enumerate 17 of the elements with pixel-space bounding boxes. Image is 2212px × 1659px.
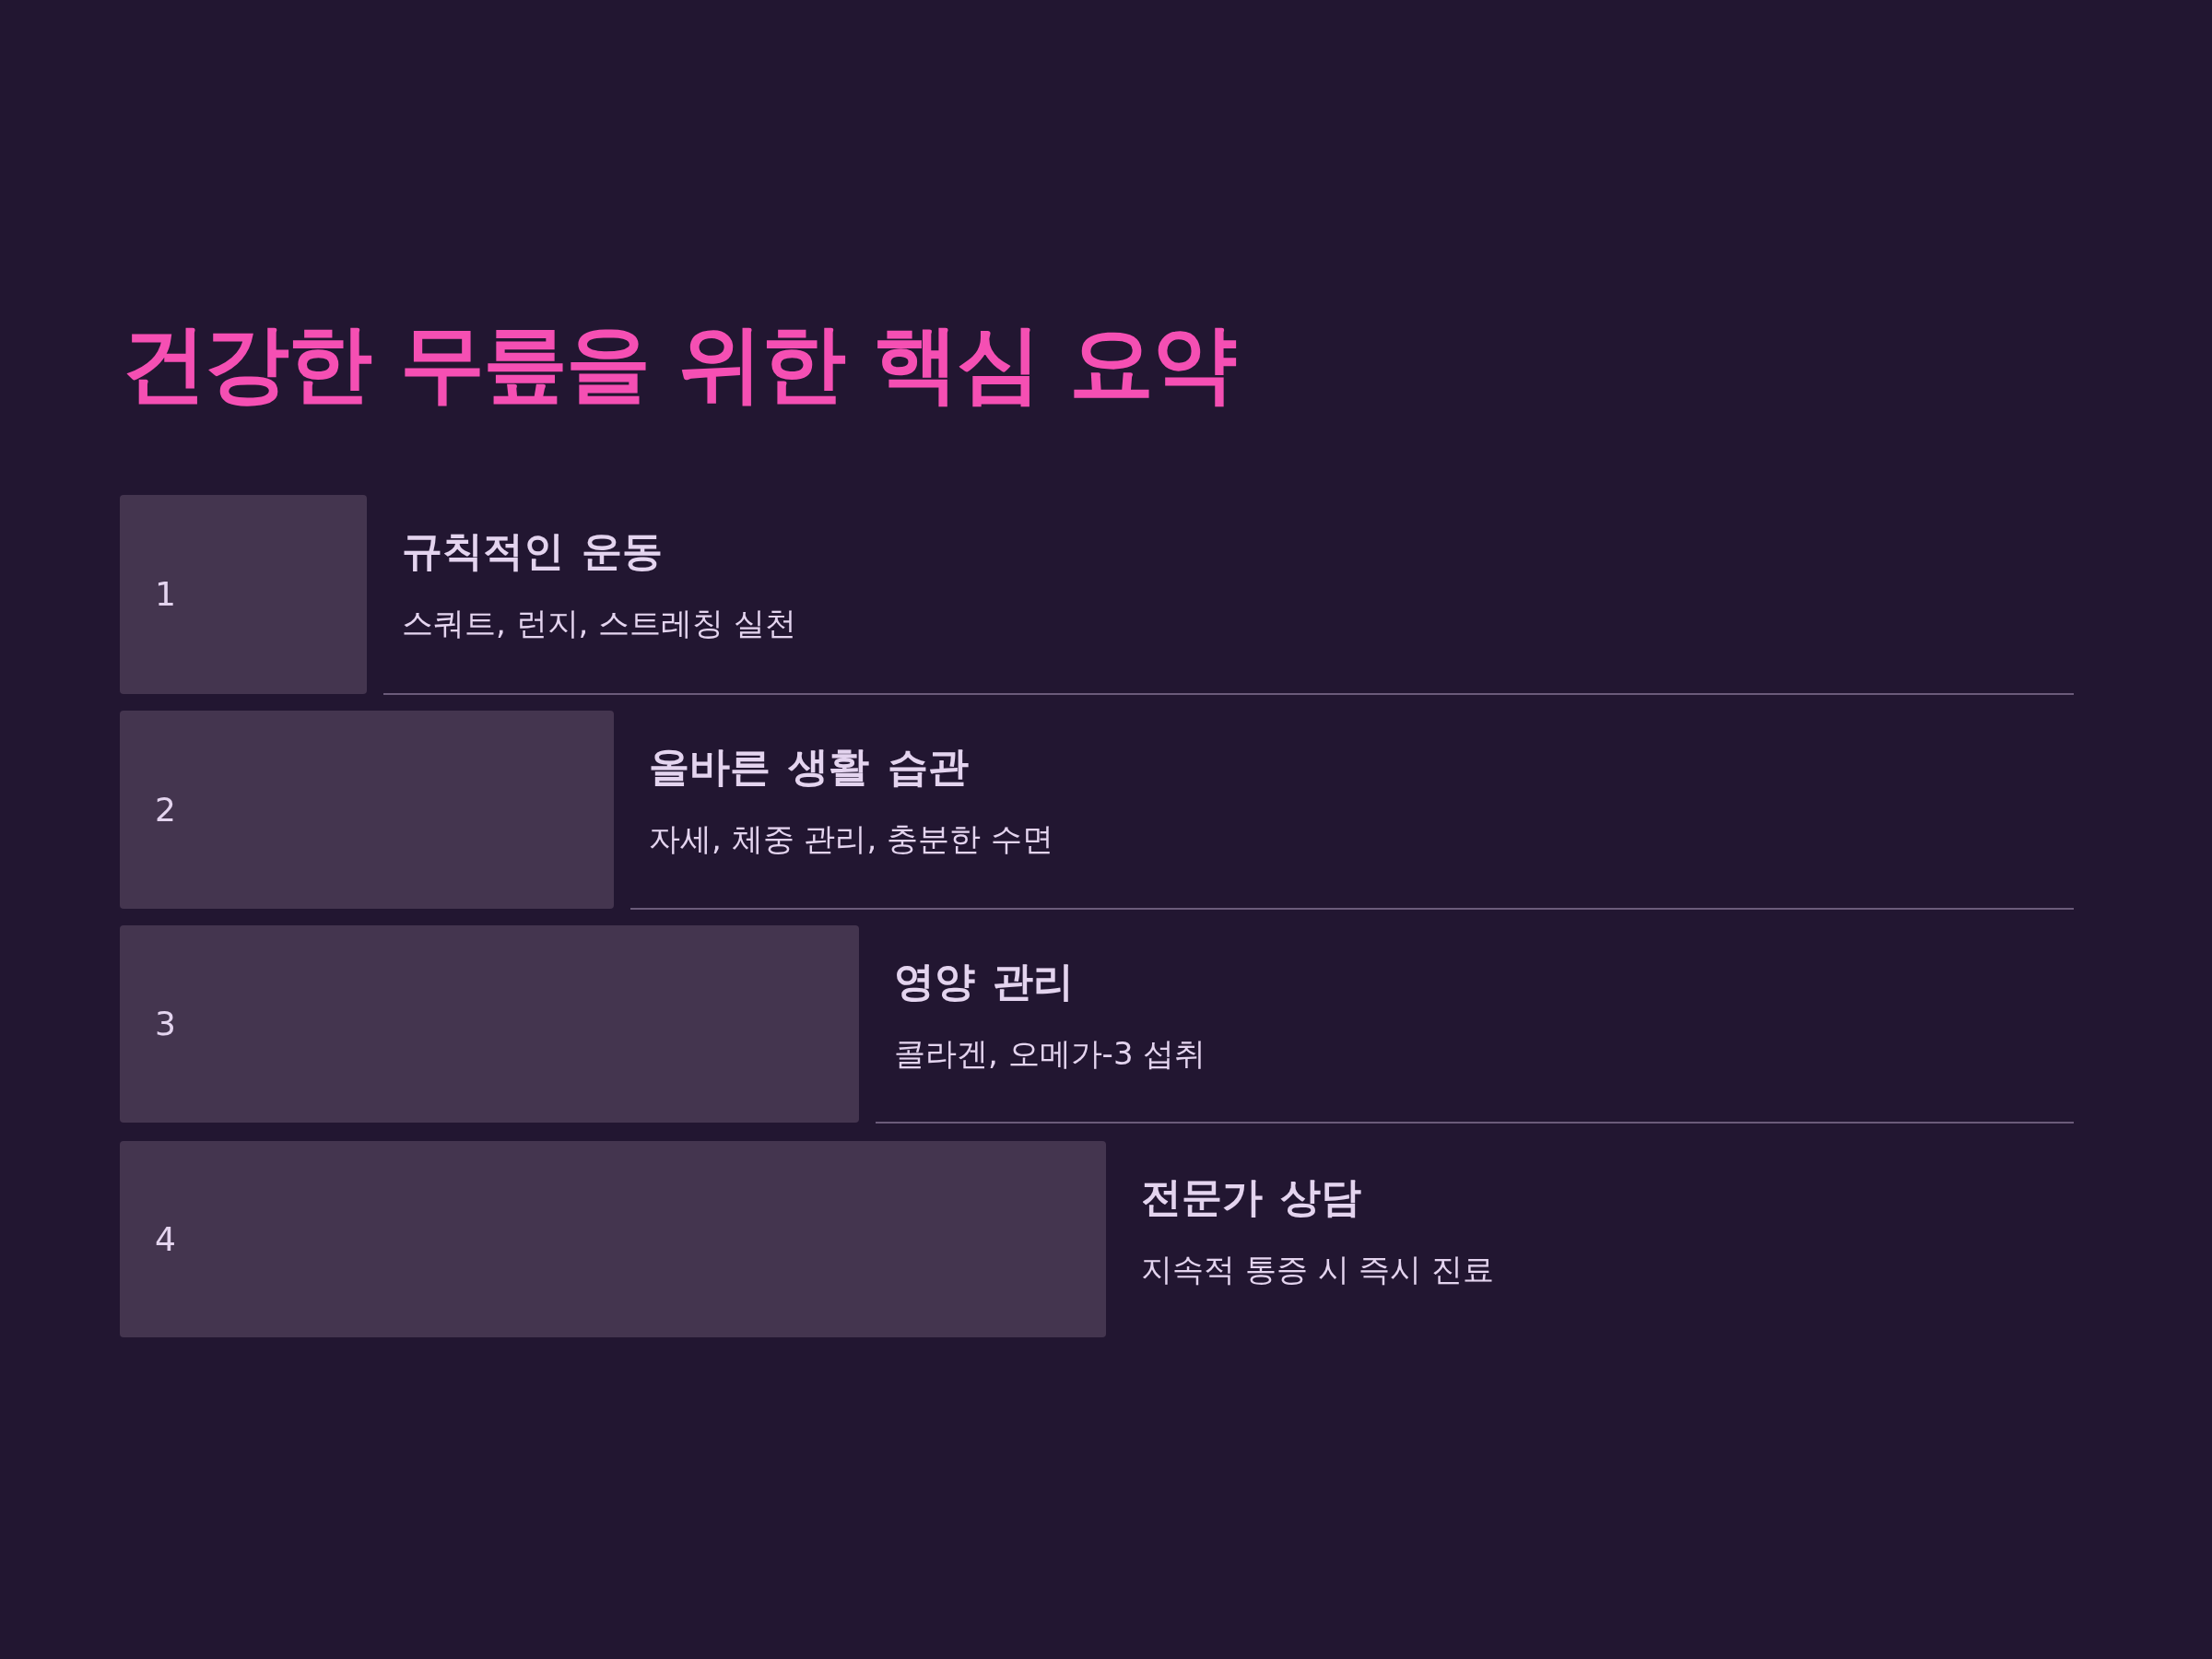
step-description: 콜라겐, 오메가-3 섭취 <box>894 1036 1206 1073</box>
step-description: 자세, 체중 관리, 충분한 수면 <box>649 821 1053 858</box>
step-bar <box>120 1141 1106 1337</box>
step-bar <box>120 711 614 909</box>
step-heading: 규칙적인 운동 <box>402 528 664 575</box>
step-heading: 전문가 상담 <box>1141 1174 1362 1221</box>
slide-title: 건강한 무릎을 위한 핵심 요약 <box>122 313 1236 415</box>
step-number: 2 <box>155 791 176 829</box>
step-description: 스쿼트, 런지, 스트레칭 실천 <box>402 606 797 642</box>
step-number: 3 <box>155 1006 176 1042</box>
step-number: 1 <box>155 576 176 613</box>
step-description: 지속적 통증 시 즉시 진료 <box>1141 1252 1495 1288</box>
step-heading: 올바른 생활 습관 <box>649 744 969 791</box>
step-number: 4 <box>155 1220 176 1258</box>
step-heading: 영양 관리 <box>894 959 1075 1006</box>
step-bar <box>120 925 859 1123</box>
step-bar <box>120 495 367 694</box>
